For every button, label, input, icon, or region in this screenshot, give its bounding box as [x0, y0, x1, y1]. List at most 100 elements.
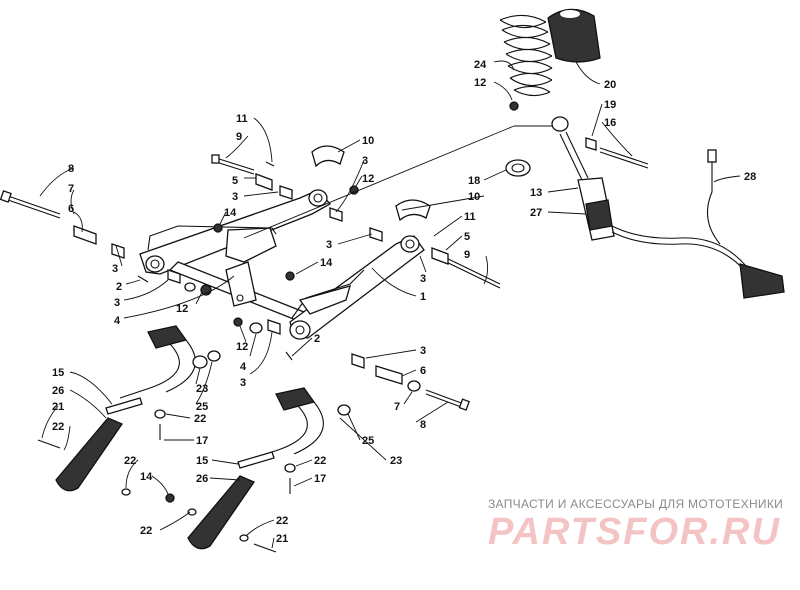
callout-25: 25 — [362, 435, 374, 447]
strap-left-15 — [105, 397, 143, 415]
bushing-upper-b — [329, 207, 343, 222]
callout-14: 14 — [320, 257, 333, 269]
callout-17: 17 — [196, 435, 208, 447]
bushing-left-mid — [167, 269, 181, 284]
shock-rod — [551, 116, 589, 181]
callout-5: 5 — [232, 175, 238, 187]
washer-22-17-left — [154, 409, 166, 440]
callout-8: 8 — [420, 419, 426, 431]
bushing-lower-a — [369, 227, 383, 242]
callout-12: 12 — [474, 77, 486, 89]
bolt-21-left — [37, 439, 61, 449]
callout-3: 3 — [114, 297, 120, 309]
callout-7: 7 — [394, 401, 400, 413]
callout-17: 17 — [314, 473, 326, 485]
callout-12: 12 — [176, 303, 188, 315]
callout-10: 10 — [468, 191, 480, 203]
callout-23: 23 — [196, 383, 208, 395]
bushing-right-3 — [351, 353, 365, 369]
zerk-fitting-upper — [265, 161, 275, 167]
callout-11: 11 — [464, 211, 476, 223]
bolt-right-8 — [425, 389, 470, 411]
callout-26: 26 — [196, 473, 208, 485]
sleeve-upper — [255, 173, 273, 191]
washers-14-22-mid — [121, 488, 249, 542]
callout-2: 2 — [314, 333, 320, 345]
bolt-upper-arm — [211, 154, 255, 175]
trailing-arm-upper — [139, 189, 332, 275]
zerk-lower — [285, 351, 293, 361]
sleeve-lower — [431, 247, 449, 265]
callout-23: 23 — [390, 455, 402, 467]
bushing-mid — [267, 319, 281, 335]
callout-3: 3 — [326, 239, 332, 251]
cup-upper — [311, 145, 345, 168]
trailing-arm-lower — [289, 235, 425, 340]
nut-14-upper — [213, 223, 223, 233]
callout-3: 3 — [420, 273, 426, 285]
callout-12: 12 — [362, 173, 374, 185]
washer-22-17-right — [284, 463, 296, 494]
ski-pad-right-26 — [187, 475, 255, 550]
callout-24: 24 — [474, 59, 487, 71]
ski-pad-left-26 — [55, 417, 123, 492]
callout-20: 20 — [604, 79, 616, 91]
callout-28: 28 — [744, 171, 756, 183]
callout-7: 7 — [68, 183, 74, 195]
callout-21: 21 — [276, 533, 288, 545]
callout-14: 14 — [224, 207, 237, 219]
cup-lower — [395, 199, 431, 222]
bolt-left-top — [0, 190, 61, 219]
washer-4-mid — [249, 322, 263, 334]
callout-15: 15 — [52, 367, 64, 379]
bolt-16 — [599, 147, 649, 169]
callout-22: 22 — [194, 413, 206, 425]
strap-right-15 — [237, 451, 275, 469]
washer-23-left — [192, 355, 208, 369]
callout-3: 3 — [240, 377, 246, 389]
callout-11: 11 — [236, 113, 248, 125]
callout-15: 15 — [196, 455, 208, 467]
callout-4: 4 — [240, 361, 247, 373]
shock-body — [577, 177, 747, 273]
callout-18: 18 — [468, 175, 480, 187]
watermark-brand: PARTSFOR.RU — [488, 511, 781, 553]
callout-12: 12 — [236, 341, 248, 353]
zerk-left — [137, 275, 149, 283]
callout-8: 8 — [68, 163, 74, 175]
callout-3: 3 — [362, 155, 368, 167]
callout-22: 22 — [124, 455, 136, 467]
callout-26: 26 — [52, 385, 64, 397]
callout-2: 2 — [116, 281, 122, 293]
callout-3: 3 — [420, 345, 426, 357]
callout-3: 3 — [112, 263, 118, 275]
callout-5: 5 — [464, 231, 470, 243]
rail-bracket-right — [247, 387, 324, 461]
callout-22: 22 — [314, 455, 326, 467]
callout-3: 3 — [232, 191, 238, 203]
callout-9: 9 — [464, 249, 470, 261]
callout-19: 19 — [604, 99, 616, 111]
washer-25-right — [337, 404, 351, 416]
valve-stem — [706, 149, 721, 245]
bolt-21-right — [253, 543, 277, 553]
callout-4: 4 — [114, 315, 121, 327]
rail-bracket-left — [119, 325, 196, 399]
coil-spring — [499, 14, 553, 97]
callout-6: 6 — [68, 203, 74, 215]
washer-right-7 — [407, 380, 421, 392]
watermark: ЗАПЧАСТИ И АКСЕССУАРЫ ДЛЯ МОТОТЕХНИКИ PA… — [488, 497, 783, 553]
spacer-left-top — [73, 225, 97, 245]
nut-12-mid — [233, 317, 243, 327]
callout-9: 9 — [236, 131, 242, 143]
callout-labels: 8 7 6 3 2 3 4 12 11 9 5 3 14 10 3 12 24 … — [52, 59, 756, 545]
nut-12-spring — [509, 101, 519, 111]
callout-1: 1 — [420, 291, 426, 303]
callout-6: 6 — [420, 365, 426, 377]
spacer-right-6 — [375, 365, 403, 385]
callout-25: 25 — [196, 401, 208, 413]
callout-10: 10 — [362, 135, 374, 147]
leader-shock-link — [243, 125, 552, 239]
